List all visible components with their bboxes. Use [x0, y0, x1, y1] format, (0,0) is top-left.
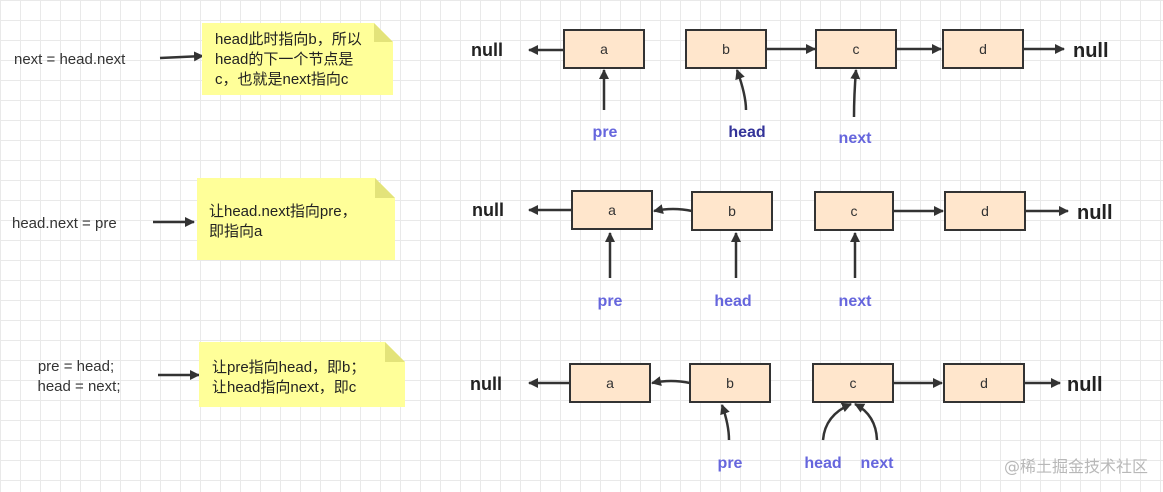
row-2-node-b — [691, 191, 773, 231]
row-1-pre-label: pre — [593, 124, 618, 141]
row-3-pre-arrow — [720, 404, 731, 441]
row-1-note-line-3: c，也就是next指向c — [215, 71, 349, 88]
row-2-node-b-label: b — [728, 203, 736, 219]
row-3-node-a-label: a — [606, 375, 614, 391]
row-2-node-a-label: a — [608, 202, 616, 218]
row-1-node-a-label: a — [600, 41, 608, 57]
row-1-node-d-label: d — [979, 41, 987, 57]
row-1-note-line-2: head的下一个节点是 — [215, 51, 353, 68]
row-1-node-c-label: c — [853, 41, 860, 57]
row-3-next-arrow — [854, 402, 879, 441]
row-2-note-fold — [375, 178, 395, 198]
row-3-pre-label: pre — [718, 455, 743, 472]
row-3-node-c — [812, 363, 894, 403]
row-1-node-b — [685, 29, 767, 69]
row-3-note-fold — [385, 342, 405, 362]
row-2-node-a — [571, 190, 653, 230]
row-1-code-line-1: next = head.next — [14, 51, 126, 68]
row-1-node-c — [815, 29, 897, 69]
row-1-null-left: null — [471, 40, 503, 60]
row-2-note-line-2: 即指向a — [209, 223, 263, 240]
row-1-head-arrow — [735, 69, 748, 111]
row-3-note-box — [199, 342, 405, 407]
row-3-node-b-label: b — [726, 375, 734, 391]
row-3-head-arrow — [821, 402, 852, 441]
row-1-node-d — [942, 29, 1024, 69]
row-2-code-line-1: head.next = pre — [12, 215, 117, 232]
watermark: @稀土掘金技术社区 — [1004, 457, 1148, 476]
row-1-node-a — [563, 29, 645, 69]
row-2-null-left: null — [472, 200, 504, 220]
row-2-node-d-label: d — [981, 203, 989, 219]
row-3-note-line-2: 让head指向next，即c — [212, 379, 357, 396]
row-3-node-c-label: c — [850, 375, 857, 391]
row-1-null-right: null — [1073, 40, 1109, 62]
row-3-note-line-1: 让pre指向head，即b； — [212, 359, 365, 376]
row-1-head-label: head — [728, 124, 765, 141]
row-3-code-line-2: head = next; — [38, 378, 121, 395]
row-1-note: head此时指向b，所以 head的下一个节点是 c，也就是next指向c — [202, 23, 393, 95]
row-1-next-arrow — [850, 69, 861, 118]
row-3-next-label: next — [861, 455, 895, 472]
row-2-head-label: head — [714, 293, 751, 310]
row-2: head.next = pre 让head.next指向pre， 即指向a nu… — [12, 178, 1113, 310]
row-1-note-line-1: head此时指向b，所以 — [215, 31, 362, 48]
row-3-head-label: head — [804, 455, 841, 472]
row-1-note-fold — [374, 23, 393, 42]
row-3-null-right: null — [1067, 374, 1103, 396]
row-3-edge-b-to-a — [651, 376, 691, 387]
row-2-note-box — [197, 178, 395, 260]
row-1: next = head.next head此时指向b，所以 head的下一个节点… — [14, 23, 1109, 147]
row-2-node-d — [944, 191, 1026, 231]
row-2-null-right: null — [1077, 202, 1113, 224]
row-2-node-c — [814, 191, 894, 231]
row-3-node-d-label: d — [980, 375, 988, 391]
row-2-note-line-1: 让head.next指向pre， — [209, 203, 357, 220]
row-1-note-box — [202, 23, 393, 95]
row-1-code-arrow — [159, 51, 204, 62]
row-2-note: 让head.next指向pre， 即指向a — [197, 178, 395, 260]
row-1-next-label: next — [839, 130, 873, 147]
row-2-edge-b-to-a — [653, 204, 693, 215]
row-3-null-left: null — [470, 374, 502, 394]
row-2-pre-label: pre — [598, 293, 623, 310]
row-3-node-a — [569, 363, 651, 403]
row-3-note: 让pre指向head，即b； 让head指向next，即c — [199, 342, 405, 407]
row-3: pre = head; head = next; 让pre指向head，即b； … — [38, 342, 1103, 472]
row-2-node-c-label: c — [851, 203, 858, 219]
row-2-next-label: next — [839, 293, 873, 310]
row-3-code-line-1: pre = head; — [38, 358, 114, 375]
row-1-node-b-label: b — [722, 41, 730, 57]
